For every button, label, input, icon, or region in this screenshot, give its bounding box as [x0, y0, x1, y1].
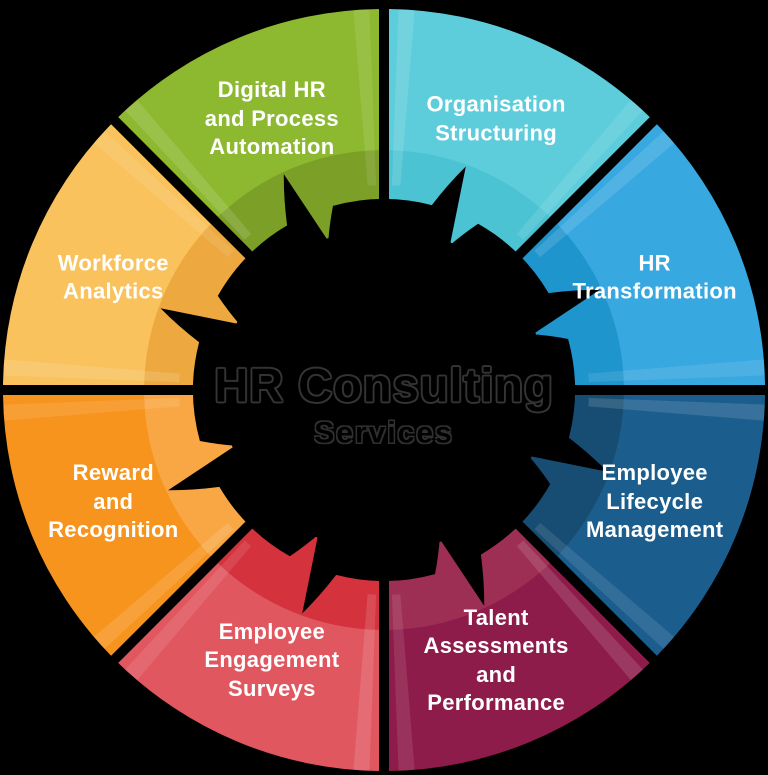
segment-edge-highlight	[353, 9, 377, 186]
segment-edge-highlight	[391, 594, 415, 771]
gear-silhouette	[160, 166, 608, 614]
segment-edge-highlight	[125, 99, 252, 240]
segment-edge-highlight	[534, 522, 675, 649]
segment-edge-highlight	[353, 594, 377, 771]
segment-inner-band-employee-engagement-surveys	[217, 508, 379, 630]
segment-edge-highlight	[588, 397, 765, 421]
segment-inner-band-employee-lifecycle-management	[502, 395, 624, 557]
segment-inner-band-workforce-analytics	[144, 223, 266, 385]
segment-edge-highlight	[588, 359, 765, 383]
segment-edge-highlight	[3, 397, 180, 421]
segment-edge-highlight	[391, 9, 415, 186]
segment-edge-highlight	[516, 540, 643, 681]
segment-edge-highlight	[93, 522, 234, 649]
segment-inner-band-organisation-structuring	[389, 150, 551, 272]
segment-edge-highlight	[516, 99, 643, 240]
segment-edge-highlight	[534, 131, 675, 258]
segment-edge-highlight	[3, 359, 180, 383]
segment-edge-highlight	[125, 540, 252, 681]
segment-edge-highlight	[93, 131, 234, 258]
